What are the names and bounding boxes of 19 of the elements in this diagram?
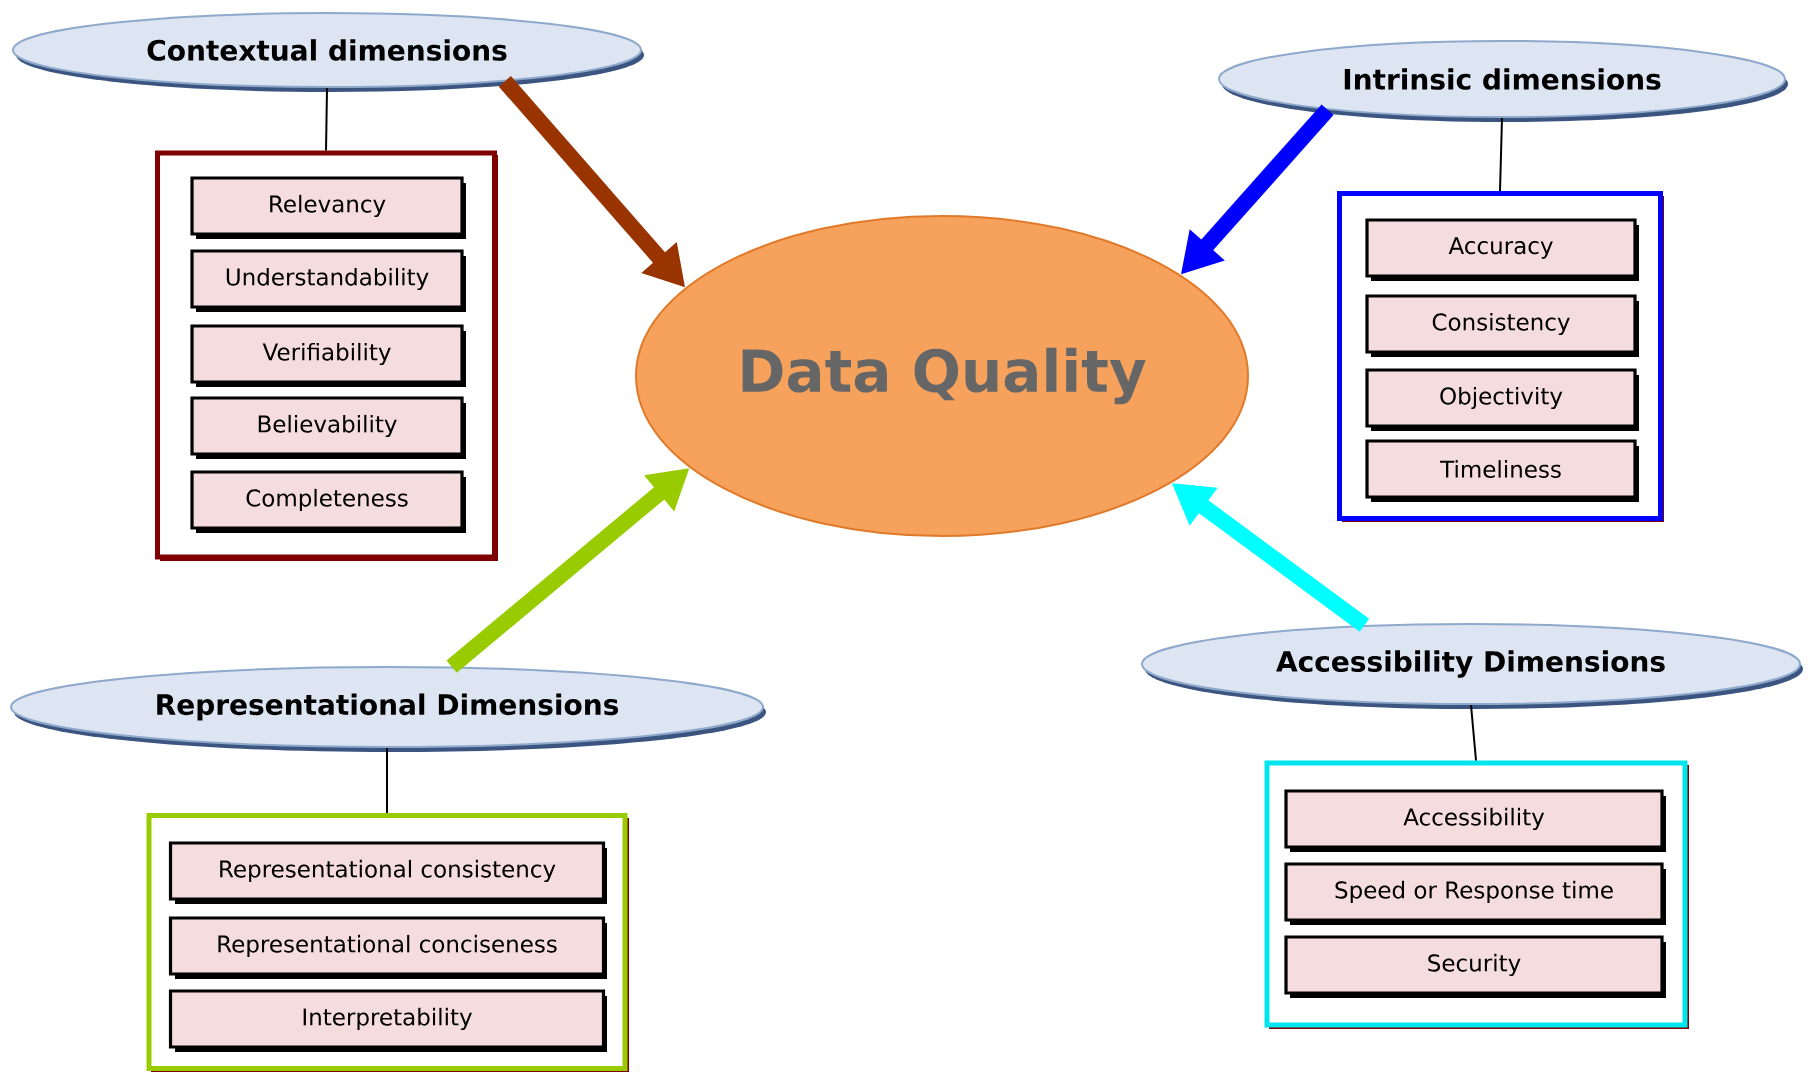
dimension-box: Relevancy bbox=[190, 176, 466, 239]
connector-line bbox=[1470, 704, 1477, 762]
dimension-box: Speed or Response time bbox=[1284, 862, 1666, 925]
dimension-box: Interpretability bbox=[168, 989, 607, 1052]
dimension-box: Objectivity bbox=[1365, 368, 1639, 431]
dimension-box: Accuracy bbox=[1365, 218, 1639, 281]
dimension-box: Verifiability bbox=[190, 324, 466, 387]
dimension-box: Representational consistency bbox=[168, 841, 607, 904]
dimension-box: Security bbox=[1284, 935, 1666, 998]
dimension-box: Consistency bbox=[1365, 294, 1639, 357]
dimension-box: Believability bbox=[190, 396, 466, 459]
connector-line bbox=[325, 87, 328, 152]
dimension-box: Timeliness bbox=[1365, 439, 1639, 502]
dimension-box: Representational conciseness bbox=[168, 916, 607, 979]
connector-line bbox=[386, 747, 388, 814]
connector-line bbox=[1499, 117, 1503, 192]
dimension-box: Completeness bbox=[190, 470, 466, 533]
dimension-box: Accessibility bbox=[1284, 789, 1666, 852]
dimension-box: Understandability bbox=[190, 249, 466, 312]
